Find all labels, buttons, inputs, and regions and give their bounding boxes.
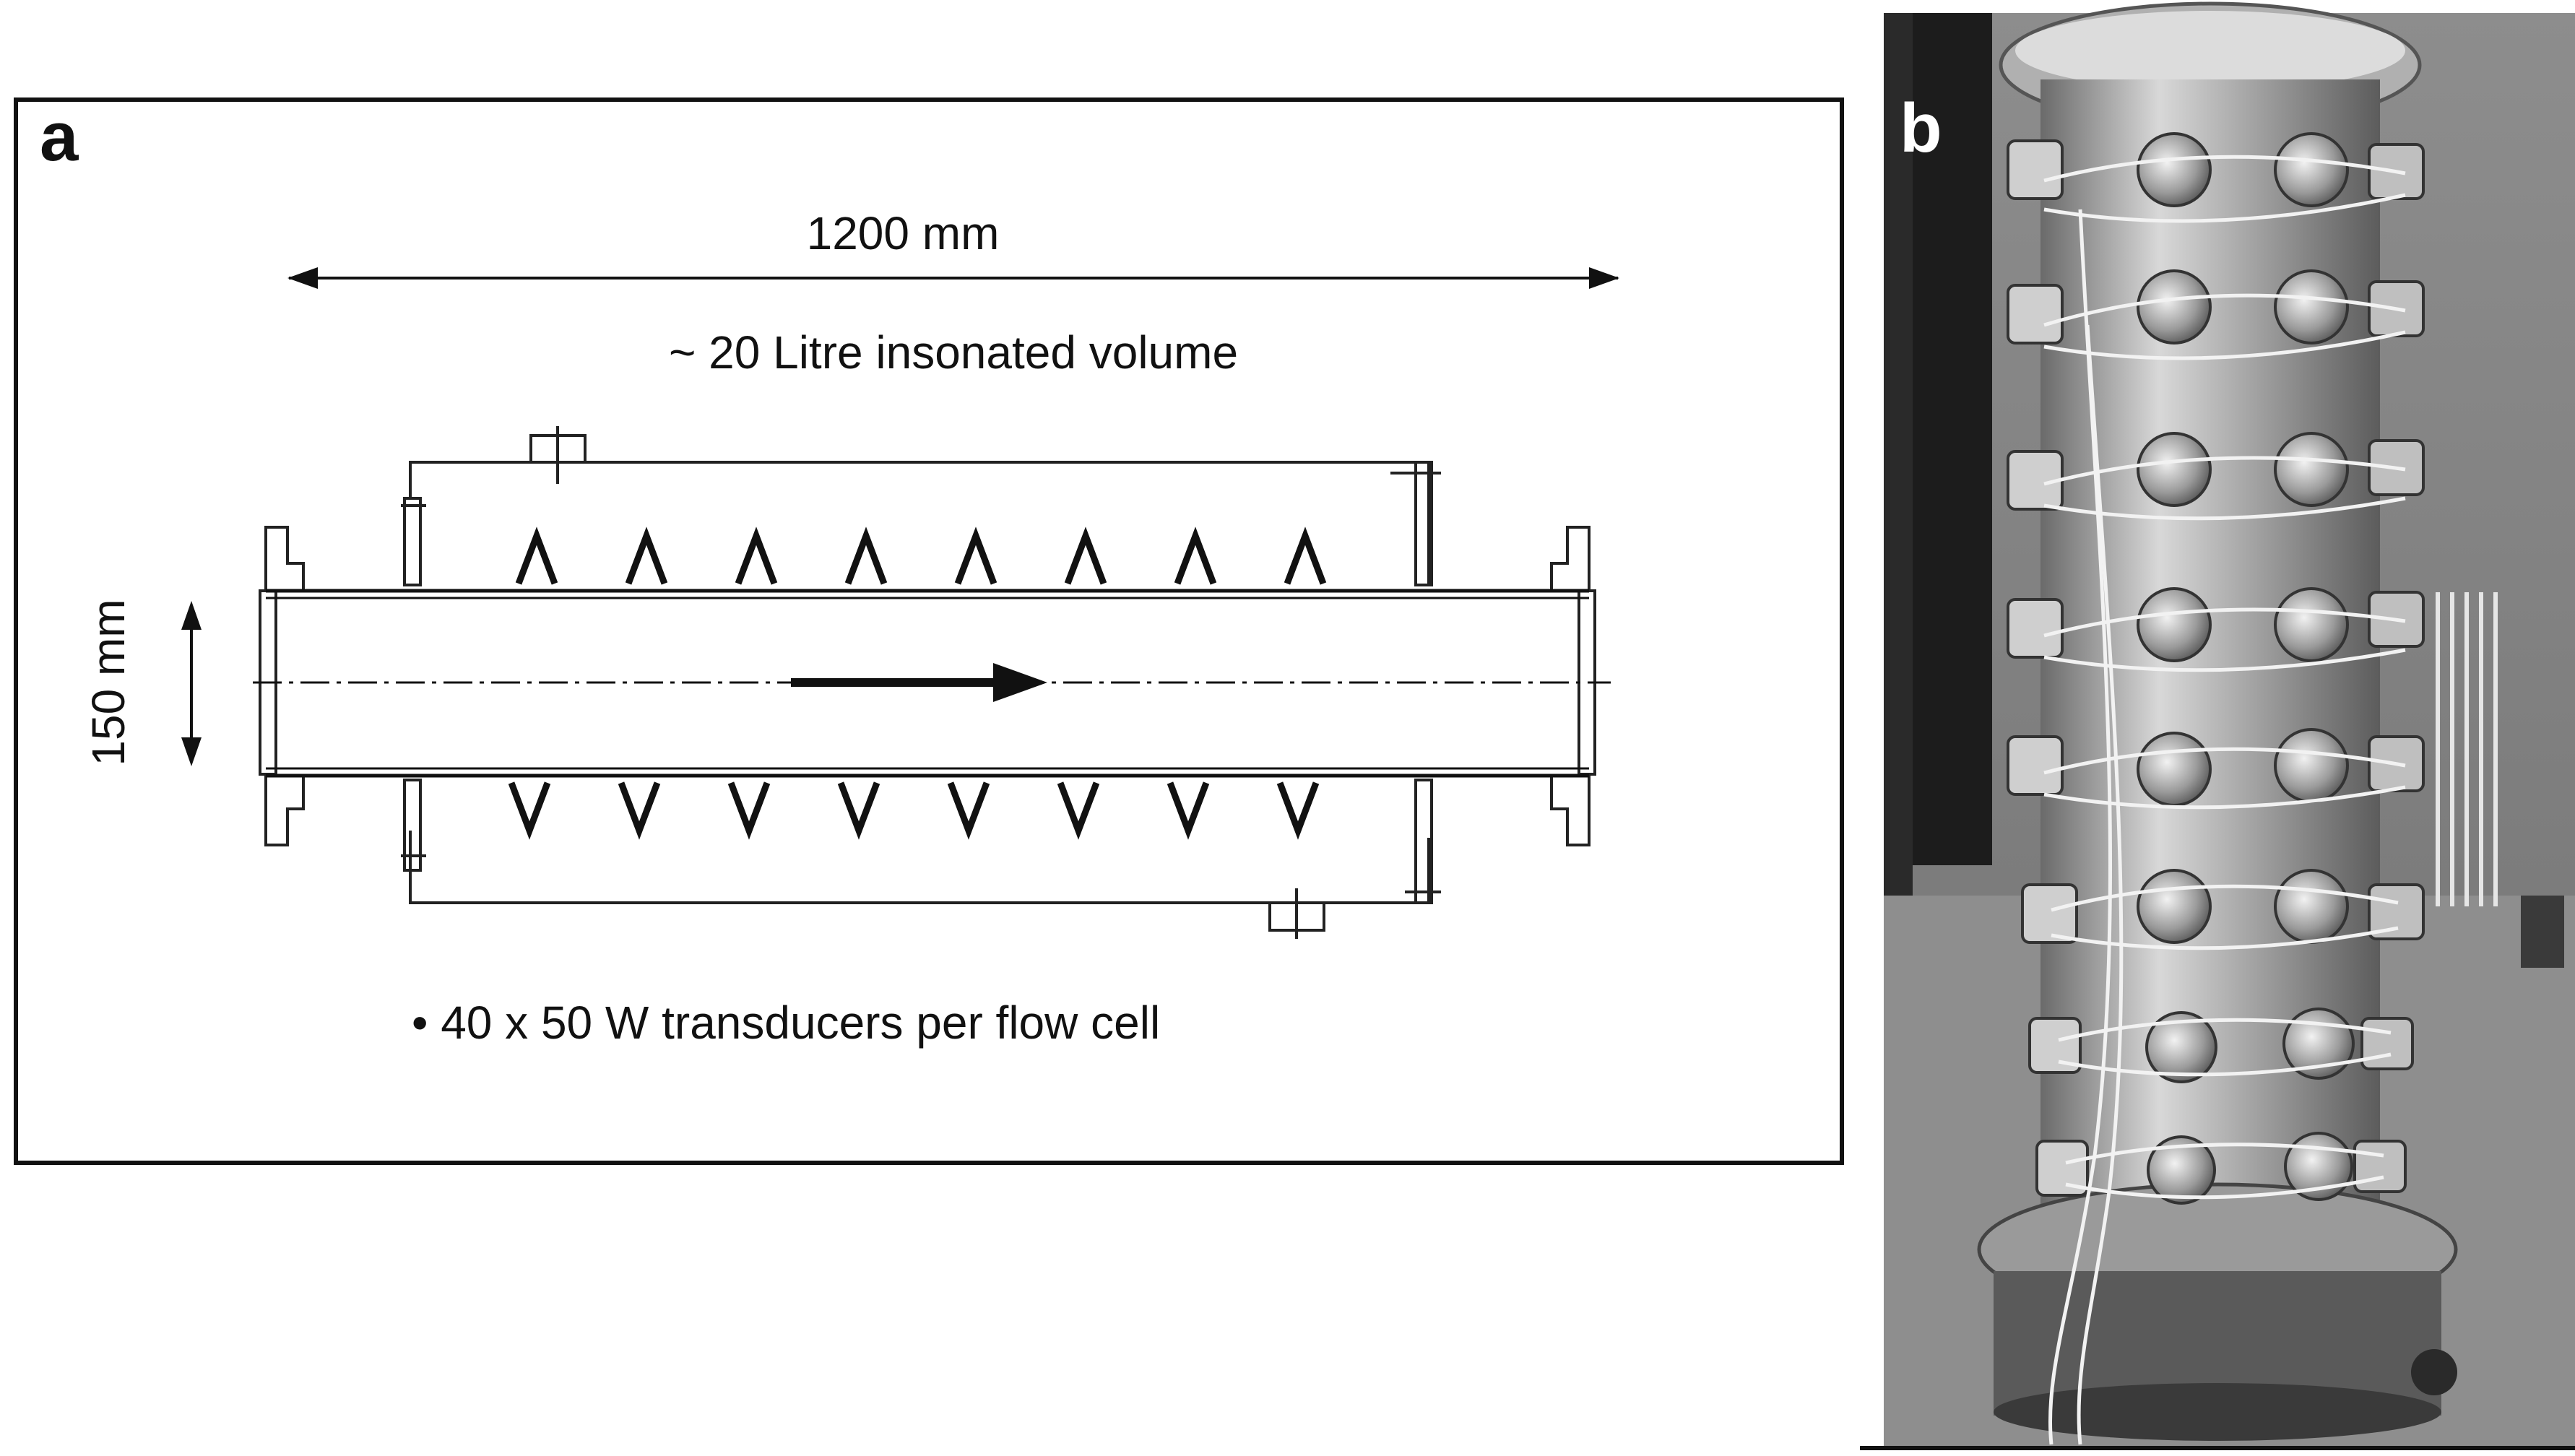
transducer [1064, 526, 1107, 585]
transducer [954, 526, 997, 585]
panel-a: a 1200 mm ~ 20 Litre insonated volume [14, 98, 1844, 1165]
length-dimension: 1200 mm [287, 207, 1619, 289]
outer-housing [401, 426, 1441, 939]
transducer [625, 526, 668, 585]
length-label: 1200 mm [807, 207, 1000, 259]
transducer [1284, 526, 1327, 585]
transducer [618, 781, 661, 840]
diameter-label: 150 mm [82, 599, 134, 766]
diameter-dimension: 150 mm [82, 599, 202, 766]
transducer [515, 526, 558, 585]
transducer-row [2007, 587, 2425, 662]
flow-pipe [253, 589, 1611, 778]
length-arrow-right [1589, 267, 1619, 289]
transducers-bottom [508, 781, 1320, 840]
panel-b: b [1860, 1, 2575, 1450]
volume-label: ~ 20 Litre insonated volume [669, 326, 1238, 378]
transducer [947, 781, 990, 840]
photo-wiring [2043, 155, 2406, 1445]
panel-b-label: b [1900, 90, 1942, 167]
diameter-arrow-bottom [181, 737, 202, 766]
transducer [1167, 781, 1210, 840]
flow-direction-arrow [791, 663, 1047, 702]
transducer [837, 781, 880, 840]
transducer [1174, 526, 1217, 585]
transducer [508, 781, 551, 840]
transducer [1276, 781, 1320, 840]
transducer [735, 526, 778, 585]
transducer [1057, 781, 1100, 840]
transducer [844, 526, 888, 585]
length-arrow-left [287, 267, 318, 289]
transducer-note: • 40 x 50 W transducers per flow cell [412, 997, 1160, 1049]
transducer-row [2007, 269, 2425, 344]
transducer [727, 781, 771, 840]
panel-a-label: a [40, 98, 79, 176]
transducer-row [2007, 132, 2425, 207]
diameter-arrow-top [181, 601, 202, 630]
photo-radiator [2436, 592, 2498, 906]
transducers-top [515, 526, 1327, 585]
